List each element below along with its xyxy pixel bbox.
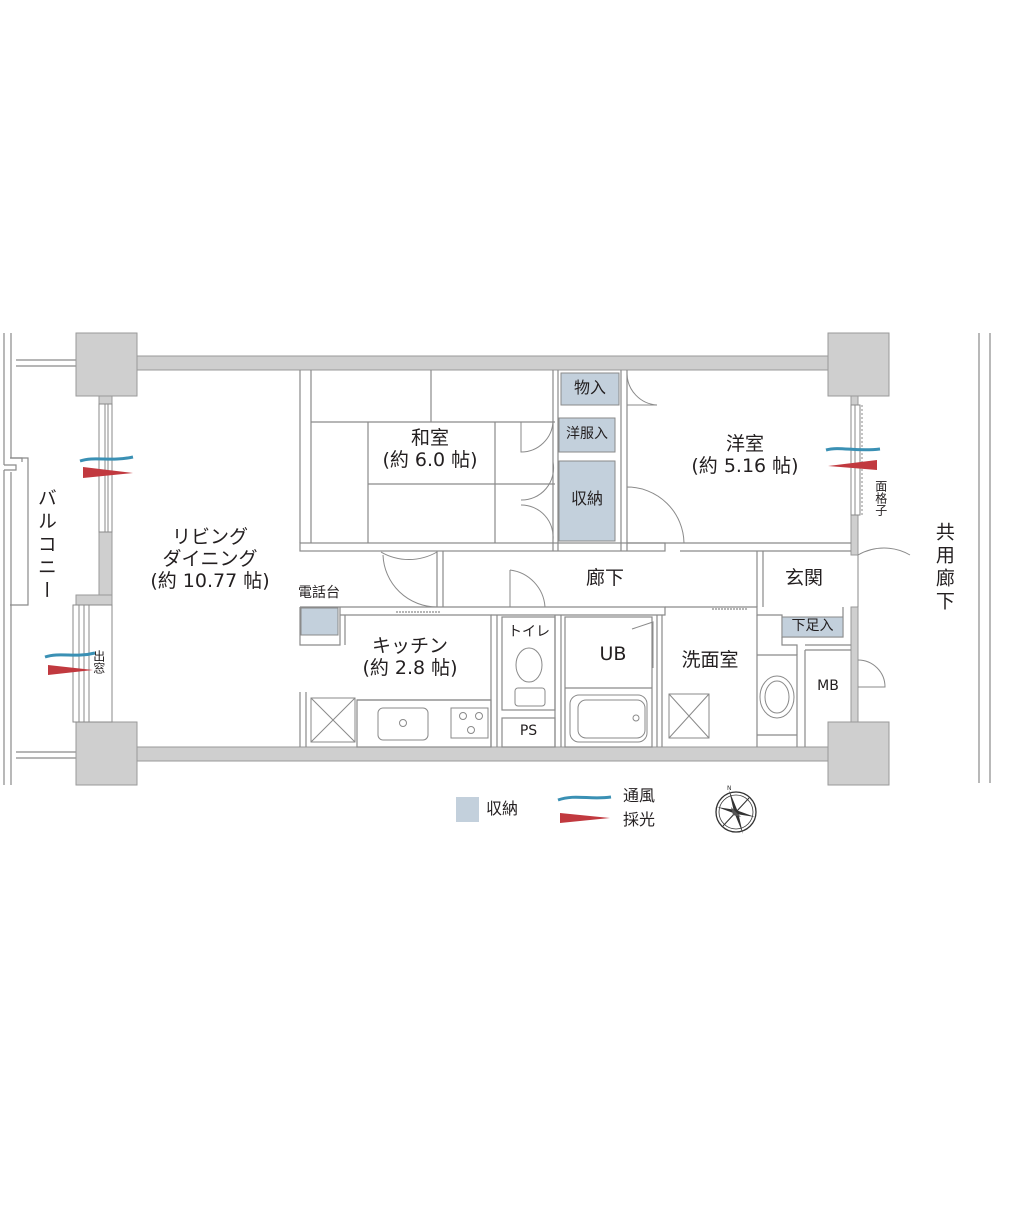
balcony-railing xyxy=(3,333,76,785)
door-mb xyxy=(857,659,886,688)
stove xyxy=(450,707,489,739)
compass-icon: N xyxy=(715,785,757,834)
room-kitchen: キッチン (約 2.8 帖) xyxy=(340,635,480,680)
legend-daylight-label: 採光 xyxy=(623,810,656,829)
legend-ventilation-label: 通風 xyxy=(623,786,656,805)
interior-walls xyxy=(299,370,851,748)
ventilation-icon xyxy=(79,455,134,463)
ventilation-daylight-marks xyxy=(44,447,881,675)
door-swings xyxy=(380,373,911,688)
denwadai-label: 電話台 xyxy=(298,585,340,601)
sink xyxy=(377,707,429,741)
door-monoire xyxy=(626,373,658,406)
dining-label: ダイニング xyxy=(162,547,258,570)
legend-storage-swatch xyxy=(456,797,479,822)
ventilation-icon xyxy=(825,447,881,452)
washing-machine xyxy=(759,675,795,719)
washitsu-label: 和室 xyxy=(410,427,449,449)
youshitsu-size: (約 5.16 帖) xyxy=(691,454,799,477)
door-kitchen xyxy=(380,551,438,561)
windows xyxy=(72,403,863,723)
kitchen-label: キッチン xyxy=(371,635,448,657)
room-living: リビング ダイニング (約 10.77 帖) xyxy=(140,526,280,593)
living-label: リビング xyxy=(171,526,248,548)
storage-fills xyxy=(300,372,844,638)
toilet-bowl xyxy=(515,647,543,683)
door-entrance xyxy=(857,547,911,607)
legend: N xyxy=(456,785,757,834)
ps-label: PS xyxy=(519,723,538,739)
door-toilet xyxy=(509,569,546,608)
legend-daylight-icon xyxy=(560,813,610,823)
door-youfukuire xyxy=(520,420,554,453)
room-washitsu: 和室 (約 6.0 帖) xyxy=(360,427,500,472)
kitchen-size: (約 2.8 帖) xyxy=(362,656,458,679)
structural-walls xyxy=(75,332,890,786)
monoire-label: 物入 xyxy=(573,378,606,397)
svg-text:N: N xyxy=(727,785,732,792)
washitsu-size: (約 6.0 帖) xyxy=(382,448,478,471)
toilet-label: トイレ xyxy=(508,624,550,640)
fixtures xyxy=(310,647,795,743)
door-youshitsu xyxy=(626,486,685,544)
gesokuire-label: 下足入 xyxy=(791,618,834,634)
mb-label: MB xyxy=(817,678,839,694)
bathtub xyxy=(569,694,648,743)
room-youshitsu: 洋室 (約 5.16 帖) xyxy=(675,433,815,478)
ub-label: UB xyxy=(599,643,627,665)
hallway-label: 廊下 xyxy=(585,567,624,589)
daylight-icon xyxy=(83,467,133,478)
ventilation-icon xyxy=(44,651,96,659)
living-size: (約 10.77 帖) xyxy=(150,569,270,592)
youfukuire-label: 洋服入 xyxy=(566,426,608,442)
daylight-icon xyxy=(828,460,877,470)
entrance-label: 玄関 xyxy=(784,567,823,589)
balcony-label: バルコニー xyxy=(34,488,57,603)
shuunou-label: 収納 xyxy=(570,489,603,508)
youshitsu-label: 洋室 xyxy=(725,433,764,455)
daylight-icon xyxy=(48,665,93,675)
washroom-label: 洗面室 xyxy=(681,649,739,671)
bay-window-label: 出窓 xyxy=(91,650,106,674)
common-corridor-lines xyxy=(978,333,991,783)
common-corridor-label: 共用廊下 xyxy=(932,522,955,614)
legend-ventilation-icon xyxy=(557,795,612,802)
legend-storage-label: 収納 xyxy=(486,799,519,818)
lattice-label: 面格子 xyxy=(873,480,888,516)
